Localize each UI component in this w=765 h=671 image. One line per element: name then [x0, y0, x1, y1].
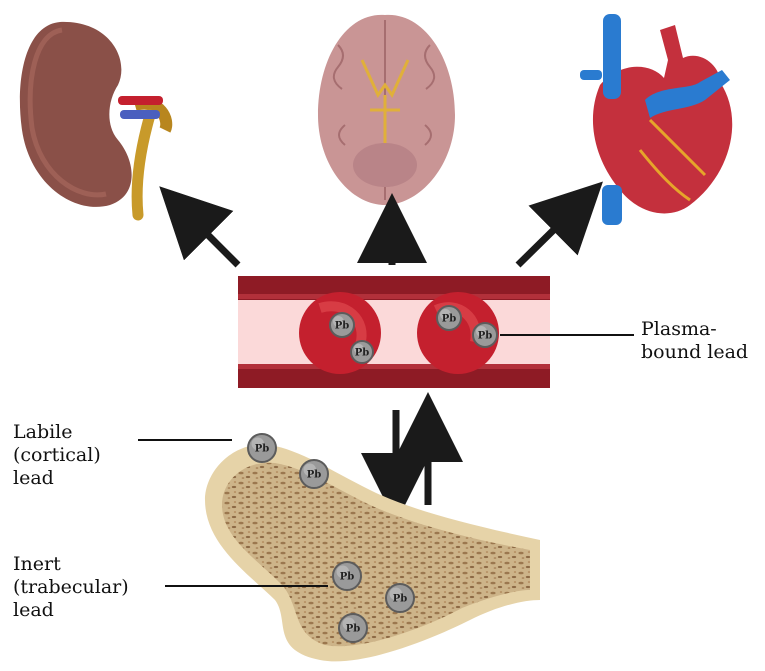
lead-symbol-label: Pb	[340, 572, 355, 583]
lead-symbol-label: Pb	[255, 444, 270, 455]
lead-particle-icon: Pb	[248, 434, 276, 462]
blood-vessel	[238, 276, 550, 388]
arrow-to-heart	[518, 206, 578, 265]
labile-cortical-lead-label: Labile (cortical) lead	[13, 421, 101, 490]
heart-icon	[580, 14, 732, 225]
lead-particle-icon: Pb	[473, 323, 497, 347]
lead-symbol-label: Pb	[346, 624, 361, 635]
brain-icon	[318, 15, 455, 205]
lead-particle-icon: Pb	[333, 562, 361, 590]
lead-particle-icon: Pb	[437, 306, 461, 330]
lead-particle-icon: Pb	[386, 584, 414, 612]
lead-particle-icon: Pb	[339, 614, 367, 642]
lead-particle-icon: Pb	[300, 460, 328, 488]
lead-particle-icon: Pb	[351, 341, 373, 363]
arrow-to-kidney	[184, 211, 238, 265]
inert-trabecular-lead-label: Inert (trabecular) lead	[13, 553, 129, 622]
lead-symbol-label: Pb	[478, 331, 493, 342]
lead-symbol-label: Pb	[355, 348, 370, 359]
lead-symbol-label: Pb	[393, 594, 408, 605]
plasma-bound-lead-label: Plasma- bound lead	[641, 318, 748, 364]
lead-symbol-label: Pb	[335, 321, 350, 332]
bone-icon	[205, 444, 540, 661]
lead-symbol-label: Pb	[307, 470, 322, 481]
lead-particle-icon: Pb	[330, 313, 354, 337]
lead-symbol-label: Pb	[442, 314, 457, 325]
kidney-icon	[20, 22, 166, 215]
